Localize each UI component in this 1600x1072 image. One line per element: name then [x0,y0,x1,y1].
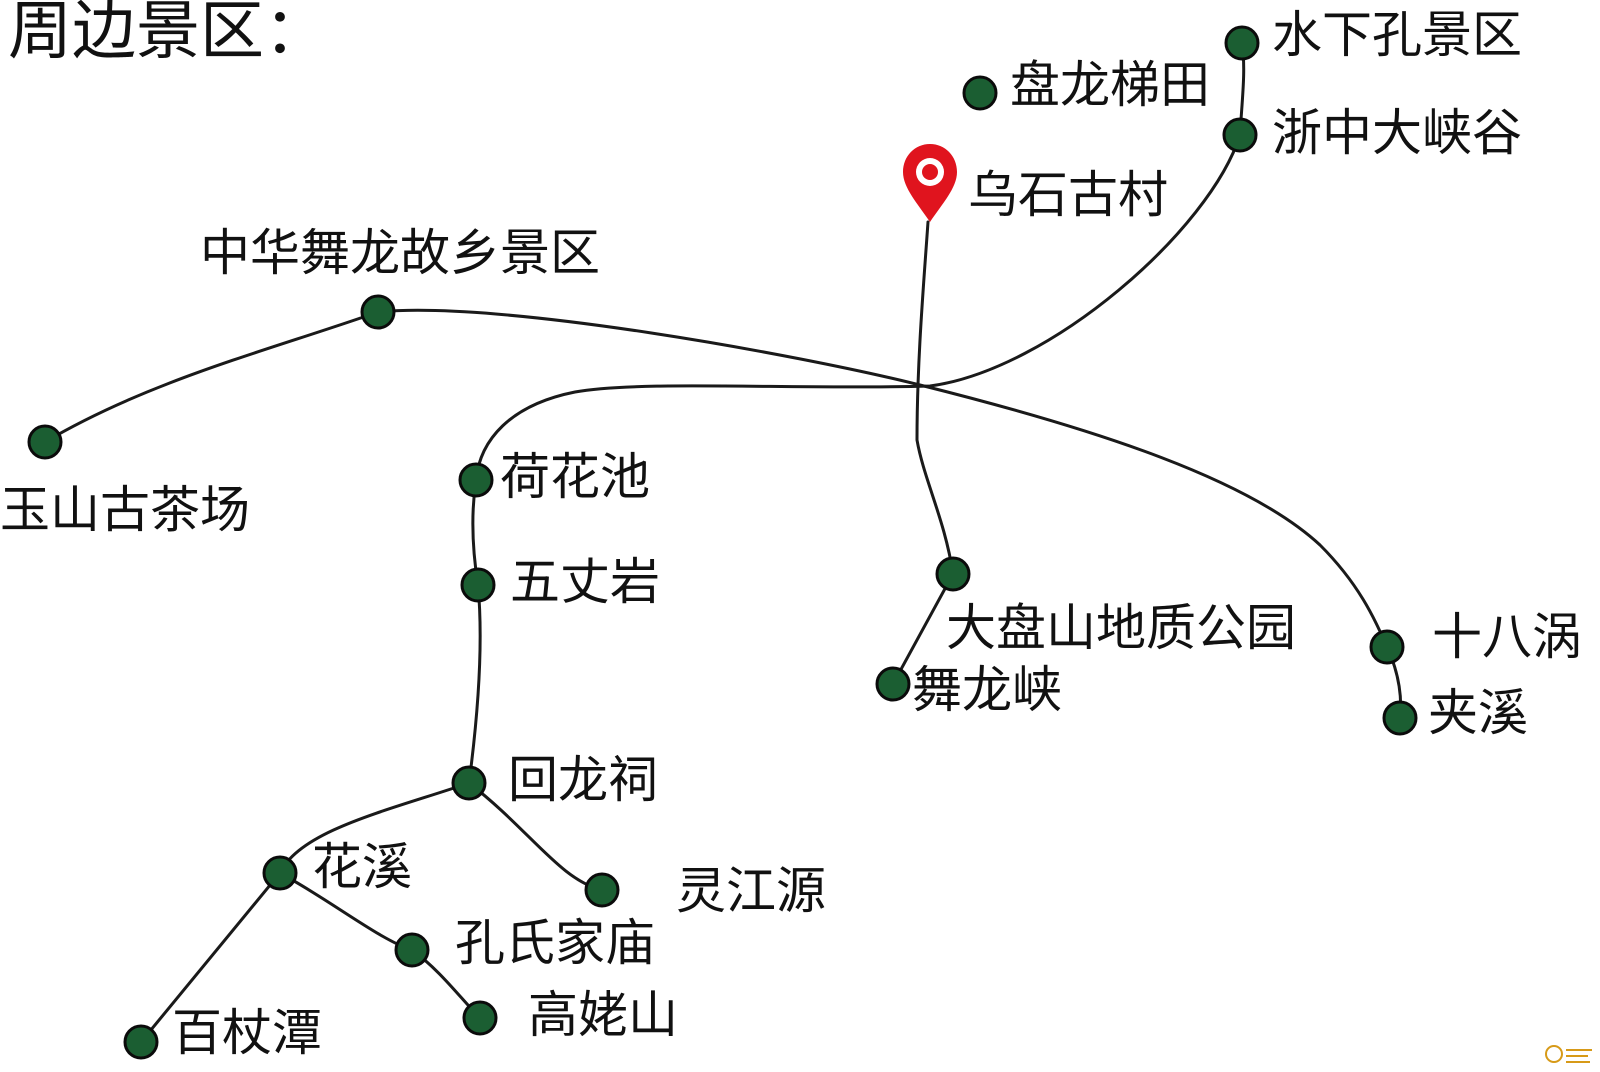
spot-label: 盘龙梯田 [1010,56,1210,114]
spot-nodes [27,25,1418,1060]
route-lines [43,41,1403,1044]
spot-node [360,294,396,330]
spot-node [458,462,494,498]
spot-node [460,567,496,603]
center-label: 乌石古村 [968,166,1168,224]
spot-label: 浙中大峡谷 [1272,104,1522,162]
spot-label: 中华舞龙故乡景区 [200,224,600,282]
spot-label: 回龙祠 [508,751,658,809]
spot-node [27,424,63,460]
spot-label: 孔氏家庙 [455,914,655,972]
route-wushi-dapanshan [915,220,955,576]
spot-label: 玉山古茶场 [0,481,250,539]
spot-label: 花溪 [312,838,412,896]
spot-node [935,556,971,592]
route-wulong-shibawo [376,308,1389,649]
spot-label: 高姥山 [528,986,678,1044]
route-dapanshan-wulongxia [891,572,955,686]
spot-label: 五丈岩 [510,553,660,611]
route-zhezhong-hehuachi [474,133,1242,482]
spot-node [1222,117,1258,153]
spot-node [262,855,298,891]
spot-node [1382,700,1418,736]
spot-node [394,932,430,968]
spot-node [451,765,487,801]
spot-label: 十八涡 [1432,608,1582,666]
spot-label: 夹溪 [1428,684,1528,742]
page-title: 周边景区： [8,0,328,69]
spot-node [962,75,998,111]
spot-node [123,1024,159,1060]
spot-node [462,1000,498,1036]
spot-label: 舞龙峡 [912,661,1062,719]
spot-label: 水下孔景区 [1272,6,1522,64]
spot-label: 大盘山地质公园 [946,599,1296,657]
map-pin-icon [903,144,957,222]
spot-label: 荷花池 [500,448,650,506]
spot-label: 灵江源 [676,862,826,920]
spot-node [875,666,911,702]
spot-node [1224,25,1260,61]
route-wulong-yushan [43,310,380,444]
spot-node [1369,629,1405,665]
route-huilongci-huaxi [278,781,471,875]
spot-node [584,872,620,908]
watermark-logo-icon [1545,1045,1592,1063]
route-huaxi-baizhangtan [139,871,282,1044]
spot-label: 百杖潭 [172,1004,322,1062]
route-hehuachi-huilongci [467,478,482,785]
